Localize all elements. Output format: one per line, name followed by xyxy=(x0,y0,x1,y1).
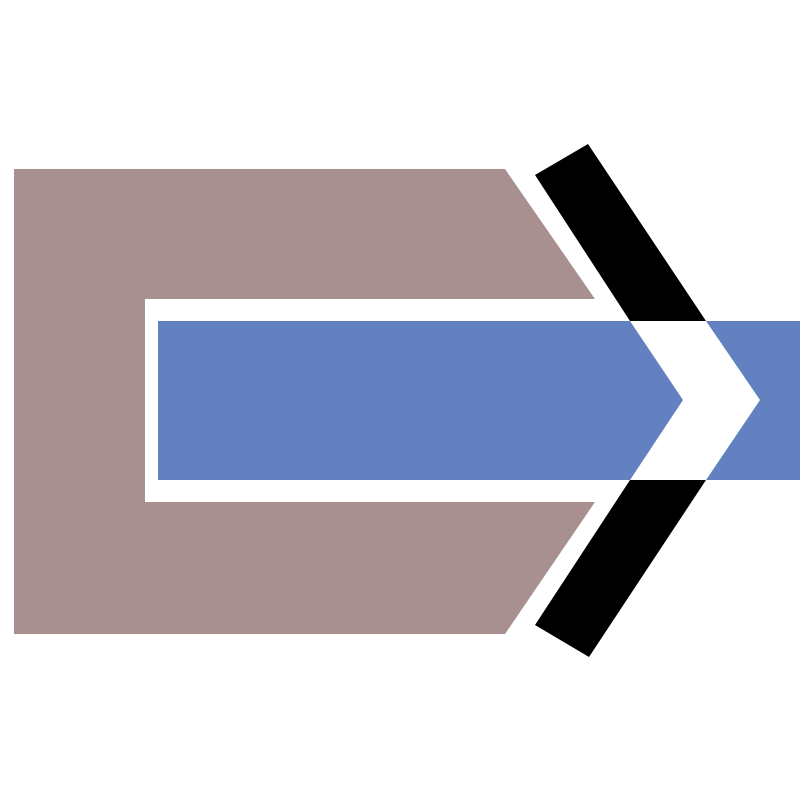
pentagon-frame-shape xyxy=(14,169,595,634)
chevron-tip-overlap-shape xyxy=(630,321,760,480)
chevron-upper-arm-shape xyxy=(535,144,706,321)
chevron-lower-arm-shape xyxy=(535,480,706,657)
